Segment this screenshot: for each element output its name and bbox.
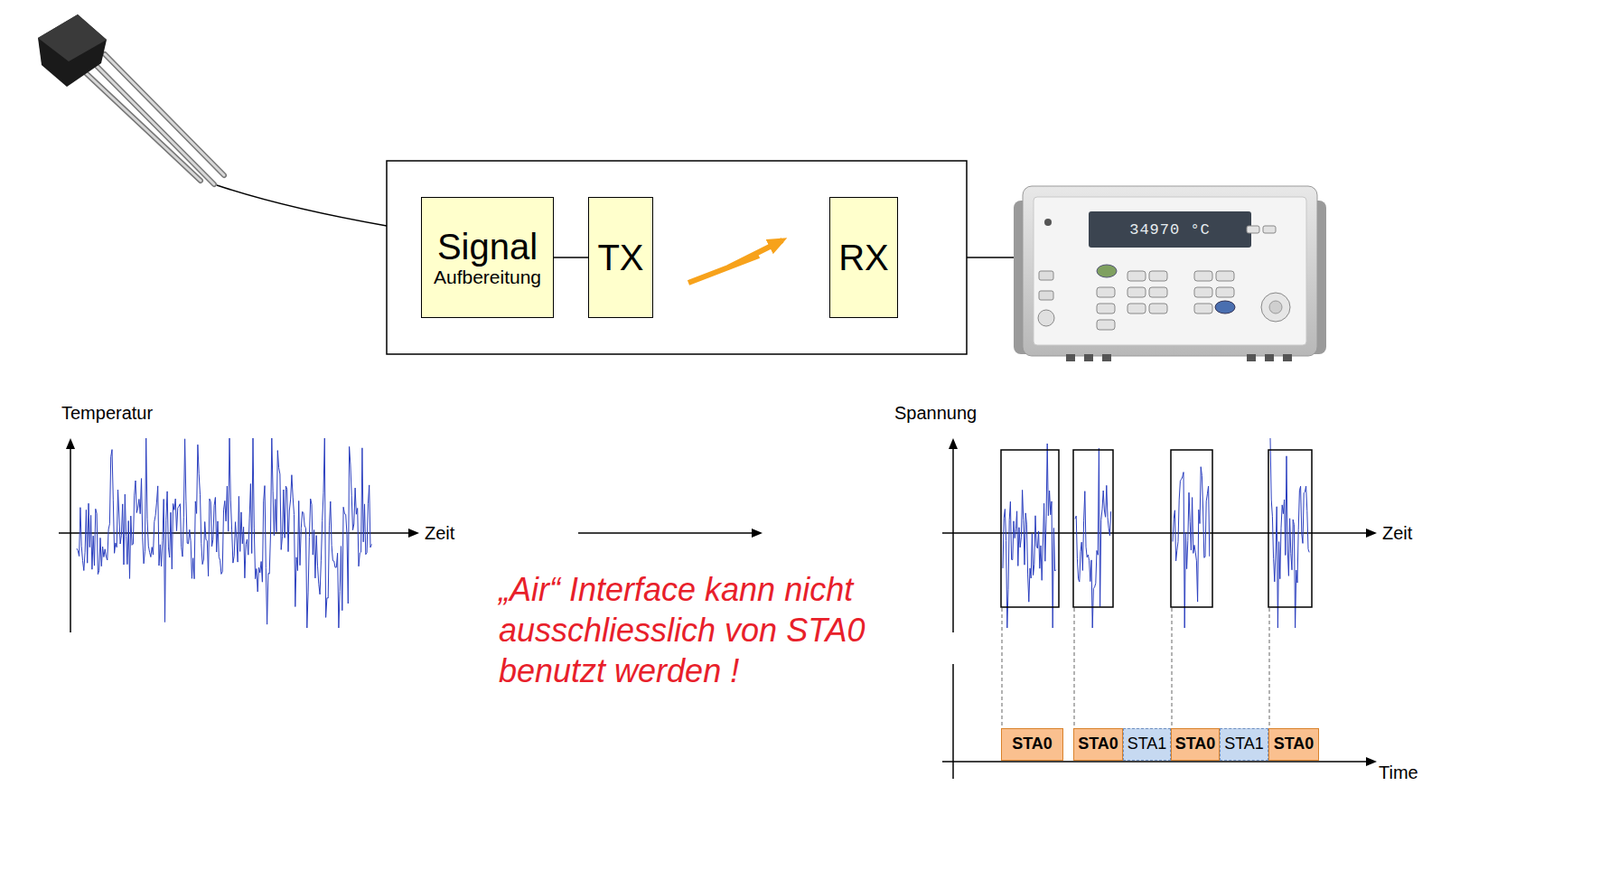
- transfer-arrow: [578, 532, 761, 534]
- station-slot: STA0: [1001, 728, 1064, 761]
- transmitter-box: TX: [588, 196, 654, 319]
- node-label: STA0: [1077, 735, 1119, 754]
- display-reading: 34970 °C: [1129, 221, 1211, 239]
- axis-label: Zeit: [424, 523, 455, 544]
- station-slot: STA0: [1073, 728, 1123, 761]
- process-box: SignalAufbereitung: [421, 196, 554, 319]
- radio-link-symbol: [688, 240, 783, 283]
- station-slot: STA0: [1268, 728, 1320, 761]
- node-label: RX: [838, 237, 889, 278]
- signal-burst: [1270, 438, 1310, 628]
- node-label: STA1: [1224, 735, 1264, 754]
- x-axis: [942, 532, 1376, 534]
- axis-label: Zeit: [1382, 523, 1413, 544]
- burst-frames: [1001, 449, 1312, 608]
- receiver-box: RX: [829, 196, 899, 319]
- system-frame: [386, 160, 967, 355]
- temperature-signal: [76, 438, 372, 628]
- node-label: STA1: [1127, 735, 1168, 754]
- station-slot: STA0: [1170, 728, 1220, 761]
- y-axis: [69, 439, 72, 633]
- axis-label: Time: [1378, 762, 1419, 784]
- node-label: STA0: [1175, 735, 1217, 754]
- station-slot: STA1: [1219, 728, 1269, 761]
- sensor-wire: [216, 185, 387, 226]
- y-axis: [952, 439, 955, 633]
- instrument-wire: [966, 256, 1014, 259]
- note: „Air“ Interface kann nicht ausschliessli…: [498, 569, 897, 692]
- voltage-signal-bursts: [1002, 438, 1310, 628]
- node-label: Signal: [437, 226, 538, 267]
- station-slot: STA1: [1122, 728, 1171, 761]
- node-label: STA0: [1011, 735, 1053, 754]
- sensor-illustration: [37, 14, 225, 185]
- multimeter-illustration: [1013, 186, 1327, 362]
- node-label: TX: [597, 237, 644, 278]
- axis-title: Temperatur: [61, 402, 153, 424]
- signal-burst: [1002, 443, 1057, 628]
- signal-burst: [1075, 448, 1112, 628]
- node-sublabel: Aufbereitung: [433, 266, 542, 288]
- connector: [553, 256, 589, 259]
- timing-guides: [1001, 608, 1270, 729]
- signal-burst: [1172, 467, 1210, 628]
- node-label: STA0: [1273, 735, 1315, 754]
- axis-title: Spannung: [894, 402, 977, 424]
- time-axis: [942, 760, 1376, 763]
